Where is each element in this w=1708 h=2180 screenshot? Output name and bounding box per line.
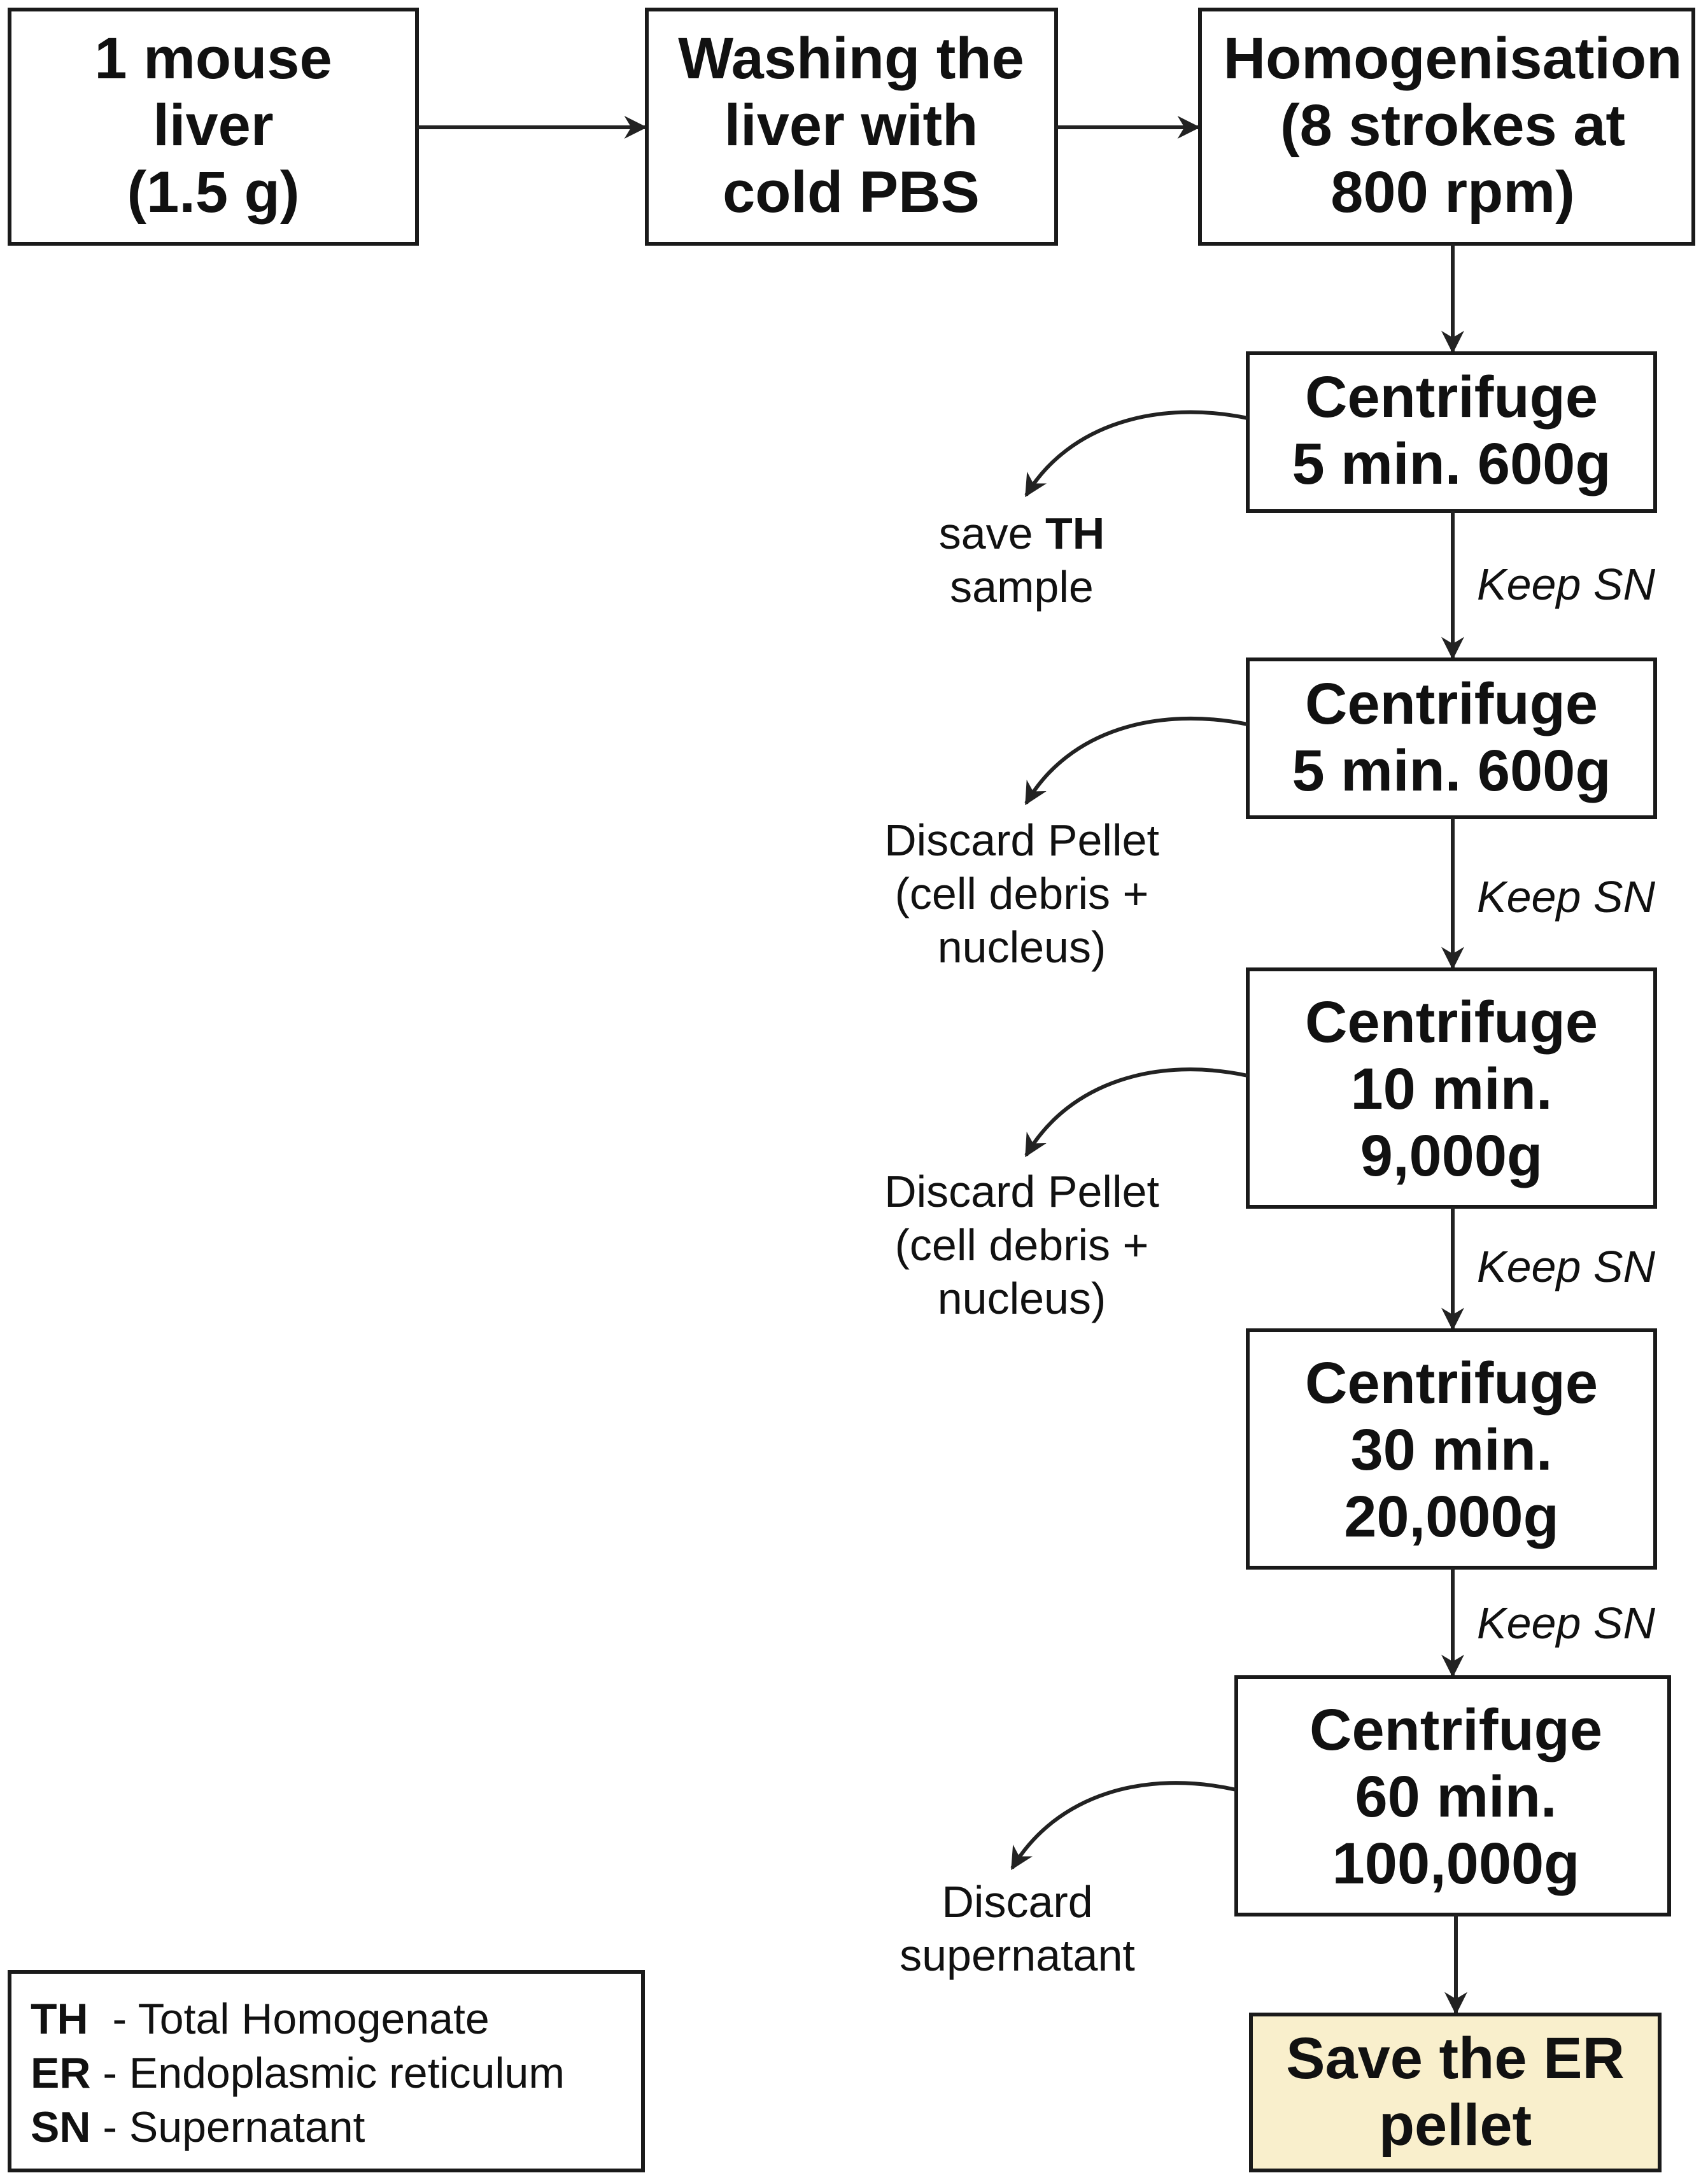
centrifuge-step-1-line-2: 5 min. 600g [1292,432,1611,496]
step-wash-box: Washing the liver with cold PBS [645,8,1058,246]
side-output-1-prefix: save [939,509,1045,558]
step-start-line-1: 1 mouse [94,26,332,91]
side-arrow-3 [1024,1067,1248,1158]
keep-sn-label-4: Keep SN [1477,1598,1656,1648]
legend-meaning-th: Total Homogenate [138,1995,490,2043]
legend-sep-er: - [90,2049,129,2097]
legend-item-er: ER - Endoplasmic reticulum [31,2049,565,2097]
step-start-line-3: (1.5 g) [127,160,300,225]
legend-abbr-sn: SN [31,2103,90,2151]
centrifuge-step-4-line-1: Centrifuge [1305,1351,1598,1416]
keep-sn-label-1: Keep SN [1477,559,1656,609]
centrifuge-step-5-line-2: 60 min. [1355,1764,1556,1829]
centrifuge-step-2-line-2: 5 min. 600g [1292,738,1611,803]
step-homogenise-line-2: (8 strokes at [1280,93,1625,158]
side-output-4-line-2: supernatant [900,1930,1135,1980]
legend: TH - Total Homogenate ER - Endoplasmic r… [8,1970,645,2172]
keep-sn-label-2: Keep SN [1477,872,1656,922]
side-arrow-2 [1024,716,1248,806]
step-wash-line-3: cold PBS [723,160,980,225]
legend-meaning-er: Endoplasmic reticulum [129,2049,565,2097]
legend-abbr-er: ER [31,2049,90,2097]
side-output-3-line-1: Discard Pellet [884,1167,1159,1216]
centrifuge-step-5-box: Centrifuge 60 min. 100,000g [1234,1675,1671,1916]
keep-sn-label-3: Keep SN [1477,1242,1656,1291]
side-arrow-1 [1024,410,1248,498]
centrifuge-step-4-line-3: 20,000g [1344,1484,1559,1549]
side-output-2-line-2: (cell debris + [895,869,1149,918]
side-arrow-4 [1010,1781,1237,1871]
centrifuge-step-1-box: Centrifuge 5 min. 600g [1246,351,1657,513]
centrifuge-step-3-box: Centrifuge 10 min. 9,000g [1246,967,1657,1209]
step-homogenise-line-3: 800 rpm) [1330,160,1575,225]
step-start-box: 1 mouse liver (1.5 g) [8,8,419,246]
side-output-1-line-1: save TH [939,509,1105,558]
side-output-2-line-1: Discard Pellet [884,815,1159,865]
step-homogenise-box: Homogenisation (8 strokes at 800 rpm) [1198,8,1695,246]
side-output-3-line-3: nucleus) [938,1274,1106,1323]
centrifuge-step-2-box: Centrifuge 5 min. 600g [1246,658,1657,819]
final-step-line-2: pellet [1379,2093,1532,2158]
centrifuge-step-2-line-1: Centrifuge [1305,672,1598,736]
centrifuge-step-3-line-1: Centrifuge [1305,990,1598,1055]
side-output-2-line-3: nucleus) [938,922,1106,972]
legend-item-sn: SN - Supernatant [31,2103,365,2151]
side-output-3-line-2: (cell debris + [895,1220,1149,1270]
side-output-1-abbr: TH [1045,509,1105,558]
step-wash-line-2: liver with [724,93,978,158]
centrifuge-step-3-line-2: 10 min. [1350,1057,1552,1122]
legend-abbr-th: TH [31,1995,88,2043]
final-step-box: Save the ER pellet [1249,2013,1662,2172]
centrifuge-step-4-box: Centrifuge 30 min. 20,000g [1246,1328,1657,1570]
step-wash-line-1: Washing the [678,26,1024,91]
side-output-1-line-2: sample [950,562,1094,612]
centrifuge-step-3-line-3: 9,000g [1360,1123,1542,1188]
final-step-line-1: Save the ER [1286,2026,1625,2091]
step-start-line-2: liver [153,93,273,158]
legend-sep-sn: - [90,2103,129,2151]
centrifuge-step-5-line-1: Centrifuge [1309,1698,1602,1762]
legend-meaning-sn: Supernatant [129,2103,365,2151]
step-homogenise-line-1: Homogenisation [1224,26,1683,91]
side-output-4-line-1: Discard [942,1877,1092,1927]
legend-sep-th: - [88,1995,138,2043]
centrifuge-step-5-line-3: 100,000g [1332,1831,1580,1896]
centrifuge-step-4-line-2: 30 min. [1350,1417,1552,1482]
legend-item-th: TH - Total Homogenate [31,1995,490,2043]
centrifuge-step-1-line-1: Centrifuge [1305,365,1598,430]
